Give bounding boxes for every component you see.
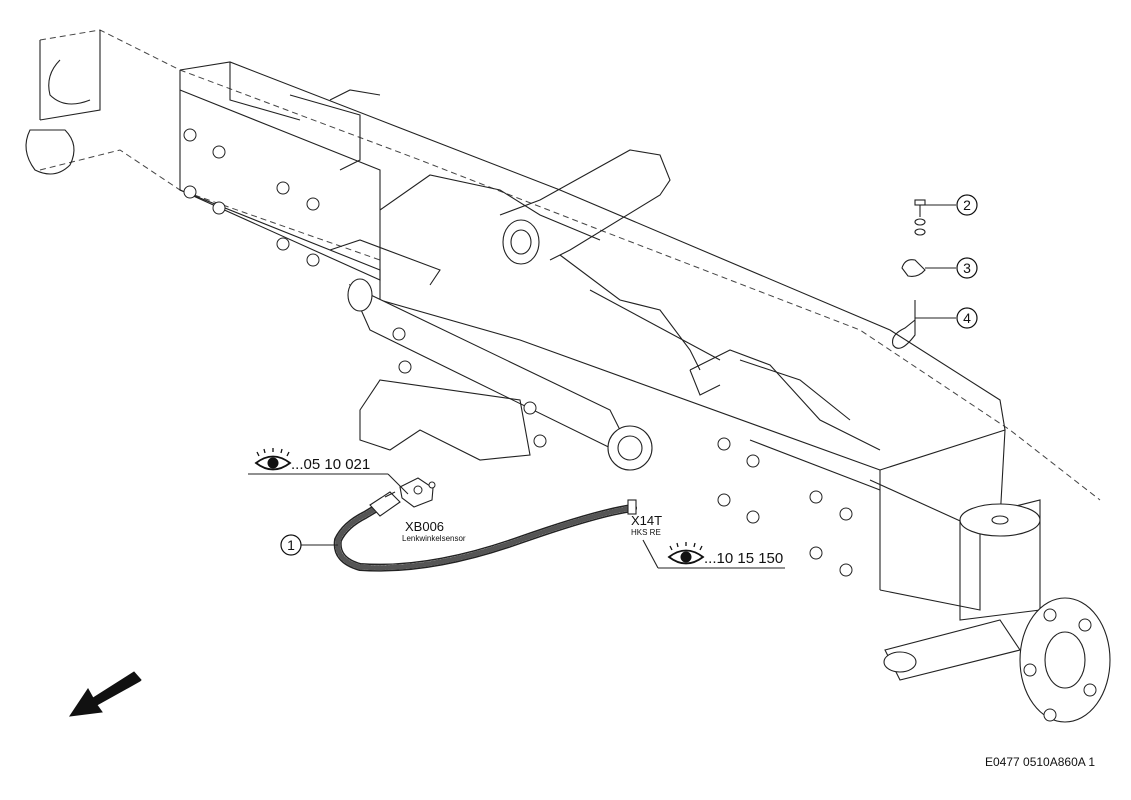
hardware-cable-tie [891,300,956,349]
drawing-number: E0477 0510A860A 1 [985,755,1095,769]
eye-icon [667,542,705,565]
callout-1-number: 1 [287,537,295,553]
sensor-cable-harness [333,491,637,572]
sensor-connector-code: XB006 [405,519,444,534]
beam-bolts [183,128,853,577]
wheel-hub [883,499,1111,723]
hardware-hose-clip [901,259,956,277]
harness-reference-number: ...10 15 150 [704,550,783,567]
direction-arrow-icon [68,671,142,717]
sensor-connector-description: Lenkwinkelsensor [402,534,466,543]
callout-4: 4 [956,307,978,329]
callout-2-number: 2 [963,197,971,213]
callout-1: 1 [280,534,338,556]
harness-reference: ...10 15 150 [642,539,785,569]
sensor-shaft [347,278,653,471]
axle-beam-drawing [25,29,1111,723]
harness-connector-description: HKS RE [631,528,661,537]
eye-icon [254,448,292,471]
callout-2: 2 [956,194,978,216]
callout-3-number: 3 [963,260,971,276]
harness-connector-code: X14T [631,513,662,528]
callout-4-number: 4 [963,310,971,326]
sensor-reference: ...05 10 021 [248,448,409,495]
hardware-screw-washer [914,199,956,236]
pivot-bushing [502,219,540,265]
callout-3: 3 [956,257,978,279]
steering-angle-sensor [384,477,436,508]
sensor-reference-number: ...05 10 021 [291,456,370,473]
